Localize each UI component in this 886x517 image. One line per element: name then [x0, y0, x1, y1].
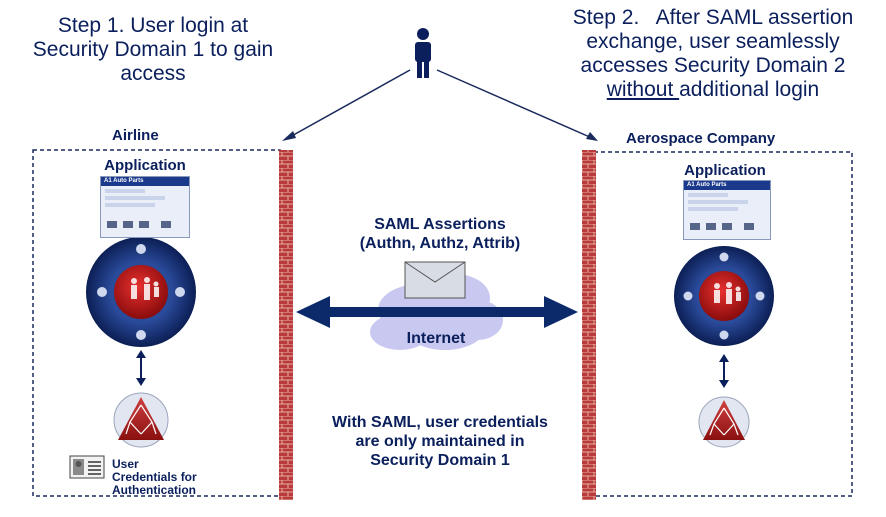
left-thumb-pic: [123, 221, 133, 228]
user-to-airline-arrow: [282, 69, 411, 141]
step1-line2: Security Domain 1 to gain: [32, 38, 274, 61]
left-auth-arrow: [136, 350, 146, 386]
step2-line4: without additional login: [548, 78, 878, 102]
saml-exchange-arrow: [296, 296, 578, 328]
right-identity-ring: [674, 246, 774, 346]
credentials-line1: User: [112, 457, 139, 471]
left-app-title: Application: [104, 157, 186, 174]
step2-line1: Step 2. After SAML assertion: [572, 6, 854, 29]
step2-line2: exchange, user seamlessly: [586, 30, 840, 53]
step1-line3: access: [120, 62, 186, 85]
credentials-line2: Credentials for: [112, 470, 197, 484]
left-thumb-pic: [139, 221, 149, 228]
step2-line3: accesses Security Domain 2: [580, 54, 846, 77]
right-auth-arrow: [719, 354, 729, 388]
internet-label: Internet: [406, 330, 466, 347]
step1-caption: Step 1. User login at Security Domain 1 …: [8, 14, 298, 86]
step1-line1: Step 1. User login at: [57, 14, 249, 37]
user-icon: [415, 28, 431, 78]
left-thumb-pic: [107, 221, 117, 228]
left-app-thumb-header: A1 Auto Parts: [101, 177, 189, 186]
envelope-icon: [404, 261, 466, 299]
airline-label: Airline: [112, 127, 159, 144]
credentials-label: User Credentials for Authentication: [112, 458, 197, 497]
left-thumb-row: [105, 203, 155, 207]
right-thumb-row: [688, 200, 748, 204]
saml-assertions-label: SAML Assertions (Authn, Authz, Attrib): [330, 215, 550, 253]
aerospace-label: Aerospace Company: [626, 130, 776, 147]
user-to-aerospace-arrow: [436, 69, 598, 141]
saml-line1: SAML Assertions: [374, 216, 506, 233]
left-firewall: [279, 150, 293, 500]
left-auth-server-icon: [113, 392, 169, 448]
right-thumb-row: [688, 207, 738, 211]
step2-underlined-word: without: [606, 78, 680, 101]
right-auth-server-icon: [698, 396, 750, 448]
right-thumb-row: [688, 193, 728, 197]
note-line2: are only maintained in: [355, 433, 525, 450]
right-app-title: Application: [684, 162, 766, 179]
credentials-note: With SAML, user credentials are only mai…: [305, 413, 575, 470]
step2-line4-rest: additional login: [679, 78, 820, 101]
left-thumb-pic: [161, 221, 171, 228]
right-firewall: [582, 150, 596, 500]
right-thumb-pic: [690, 223, 700, 230]
note-line1: With SAML, user credentials: [332, 414, 548, 431]
right-thumb-pic: [722, 223, 732, 230]
right-thumb-pic: [706, 223, 716, 230]
left-thumb-row: [105, 196, 165, 200]
note-line3: Security Domain 1: [370, 452, 510, 469]
right-app-thumb-header: A1 Auto Parts: [684, 181, 770, 190]
step2-caption: Step 2. After SAML assertion exchange, u…: [548, 6, 878, 102]
right-thumb-pic: [744, 223, 754, 230]
credentials-line3: Authentication: [112, 483, 196, 497]
credential-card-icon: [69, 455, 105, 479]
right-app-screenshot: A1 Auto Parts: [683, 180, 771, 240]
left-thumb-row: [105, 189, 145, 193]
left-app-screenshot: A1 Auto Parts: [100, 176, 190, 238]
saml-line2: (Authn, Authz, Attrib): [359, 235, 521, 252]
left-identity-ring: [86, 237, 196, 347]
